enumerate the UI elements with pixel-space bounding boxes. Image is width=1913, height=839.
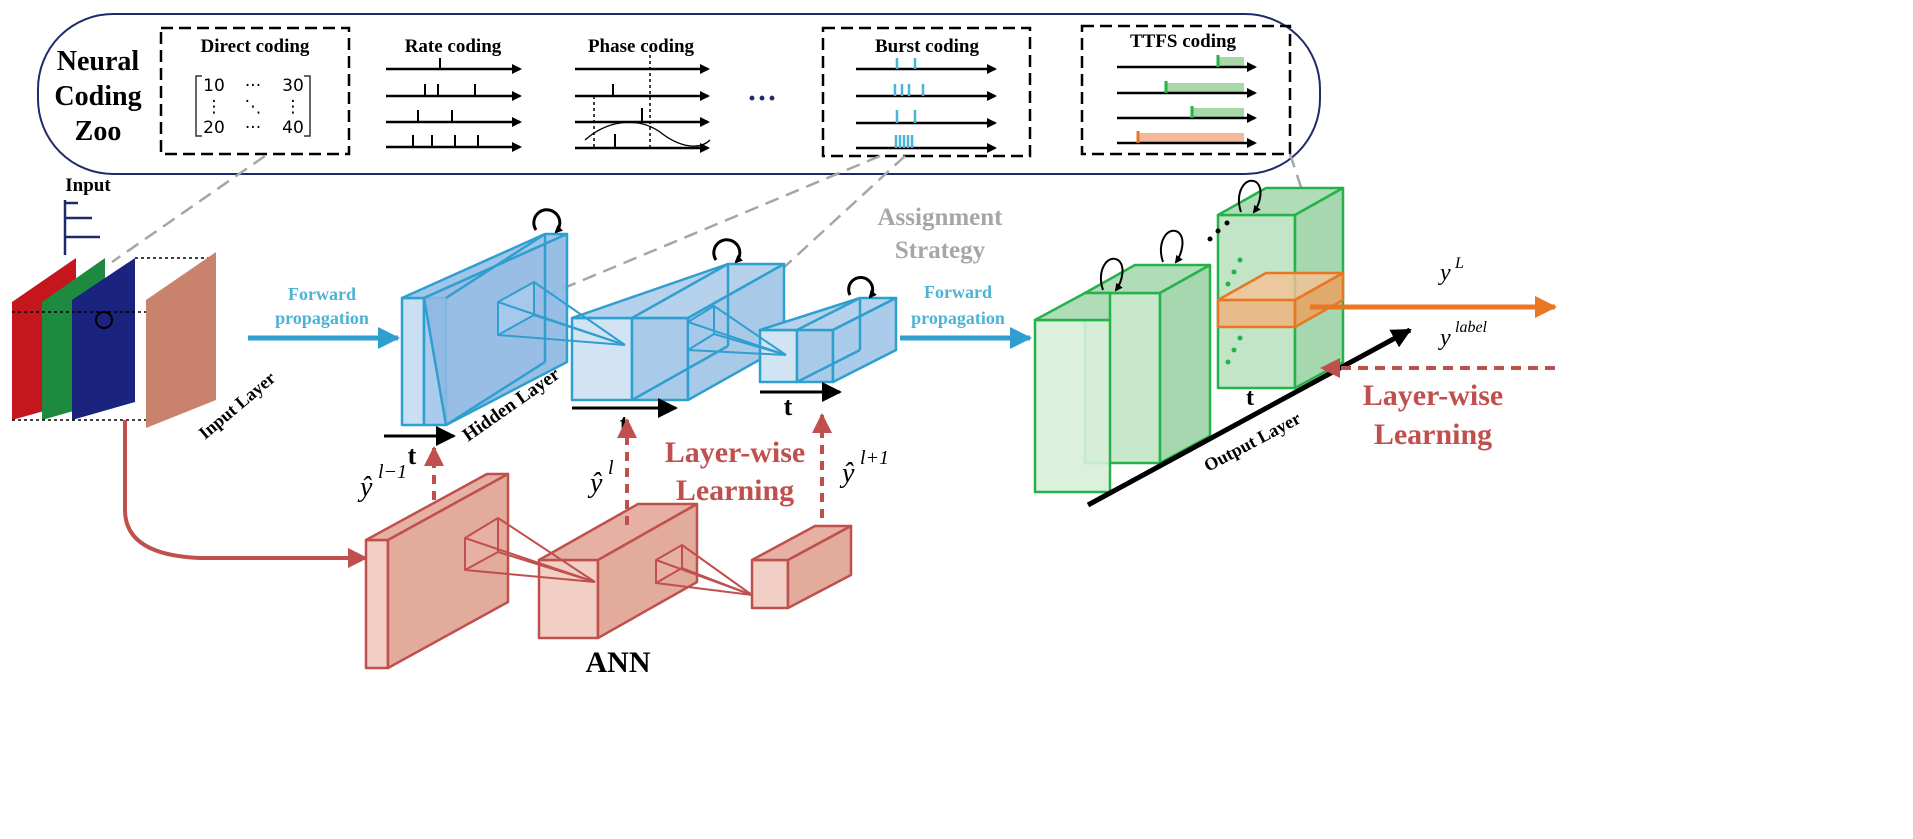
ann-network	[364, 472, 853, 670]
y-label-label: y label	[1438, 319, 1488, 351]
yhat-cur-label: ŷ l	[587, 457, 614, 499]
direct-coding-matrix: 10 ··· 30 ⋮ ⋱ ⋮ 20 ··· 40	[195, 75, 311, 138]
output-recurrent-loops	[1099, 179, 1262, 292]
output-time-axis	[1086, 327, 1412, 508]
snn-output-layer	[1033, 179, 1345, 494]
output-learning-line2: Learning	[1374, 418, 1492, 451]
input-section: Input Input Layer	[12, 175, 279, 443]
burst-coding-box: Burst coding	[821, 26, 1032, 158]
rate-coding-diagram: Rate coding	[386, 36, 522, 152]
ann-learning-line1: Layer-wise	[665, 436, 806, 469]
y-label-base: y	[1438, 325, 1451, 351]
matrix-cell-tr: 30	[282, 76, 304, 96]
output-neuron-highlight	[1216, 271, 1345, 329]
zoo-title-line-2: Coding	[54, 81, 141, 112]
time-axes	[384, 382, 842, 446]
yhat-prev-base: ŷ	[357, 472, 373, 503]
matrix-cell-lv: ⋮	[206, 97, 223, 117]
output-learning-line1: Layer-wise	[1363, 379, 1504, 412]
hidden-block-3	[758, 296, 898, 384]
yhat-prev-sup: l−1	[378, 461, 407, 483]
zoo-title-line-1: Neural	[57, 46, 140, 77]
matrix-cell-bl: 20	[203, 118, 225, 138]
hidden-conv-pyramids	[497, 281, 787, 356]
matrix-cell-br: 40	[282, 118, 304, 138]
yhat-next-label: ŷ l+1	[839, 447, 889, 489]
yhat-cur-sup: l	[608, 457, 614, 479]
output-time-label: t	[1246, 385, 1254, 411]
forward-label-2-line2: propagation	[911, 308, 1005, 328]
ann-label: ANN	[586, 646, 651, 679]
output-dots	[1207, 220, 1243, 365]
snn-hidden-layers	[400, 208, 898, 427]
time-label-1: t	[408, 441, 417, 470]
yhat-next-sup: l+1	[860, 447, 889, 469]
y-L-base: y	[1438, 260, 1451, 286]
matrix-cell-tdots: ···	[245, 76, 261, 96]
rate-coding-label: Rate coding	[405, 36, 502, 57]
forward-label-1-line1: Forward	[288, 284, 356, 304]
ann-block-2	[537, 502, 699, 640]
ann-block-3	[750, 524, 853, 610]
ann-supervision-arrows	[424, 413, 832, 525]
forward-label-2-line1: Forward	[924, 282, 992, 302]
hidden-block-1	[400, 232, 569, 427]
input-photo-lena	[146, 252, 216, 428]
y-label-sup: label	[1455, 319, 1488, 336]
input-rgb-image	[12, 258, 135, 420]
y-L-sup: L	[1454, 255, 1464, 272]
direct-coding-box: Direct coding 10 ··· 30 ⋮ ⋱ ⋮ 20 ··· 40	[159, 26, 351, 156]
ttfs-coding-label: TTFS coding	[1130, 31, 1237, 52]
recurrent-loop-icons	[532, 208, 877, 299]
matrix-cell-bdots: ···	[245, 118, 261, 138]
input-to-ann-arrow	[123, 420, 368, 568]
forward-propagation-arrow-1: Forward propagation	[248, 284, 400, 349]
direct-coding-label: Direct coding	[201, 36, 310, 57]
burst-coding-label: Burst coding	[875, 36, 979, 57]
phase-coding-diagram: Phase coding	[575, 36, 711, 153]
zoo-title-line-3: Zoo	[75, 116, 122, 147]
more-coding-ellipsis: ···	[747, 82, 777, 115]
phase-coding-label: Phase coding	[588, 36, 695, 57]
ann-conv-pyramids	[464, 517, 753, 596]
time-label-3: t	[784, 392, 793, 421]
zoo-panel-border	[37, 13, 1321, 175]
output-block-front	[1033, 291, 1112, 494]
input-label: Input	[65, 175, 111, 196]
ann-learning-line2: Learning	[676, 474, 794, 507]
y-L-label: y L	[1438, 255, 1464, 286]
forward-label-1-line2: propagation	[275, 308, 369, 328]
ttfs-coding-box: TTFS coding	[1080, 24, 1292, 156]
yhat-prev-label: ŷ l−1	[357, 461, 407, 503]
matrix-cell-rv: ⋮	[285, 97, 302, 117]
yhat-next-base: ŷ	[839, 458, 855, 489]
rate-spikes	[412, 58, 479, 147]
matrix-cell-md: ⋱	[245, 97, 262, 117]
input-frame-dotted	[12, 257, 215, 421]
neural-coding-zoo-panel: Neural Coding Zoo Direct coding 10 ··· 3…	[37, 13, 1321, 175]
input-spike-icon	[63, 200, 100, 255]
assignment-strategy-line2: Strategy	[895, 237, 986, 264]
matrix-cell-tl: 10	[203, 76, 225, 96]
forward-propagation-arrow-2: Forward propagation	[900, 282, 1032, 349]
ann-block-1	[364, 472, 510, 670]
assignment-strategy-line1: Assignment	[877, 204, 1003, 231]
yhat-cur-base: ŷ	[587, 468, 603, 499]
